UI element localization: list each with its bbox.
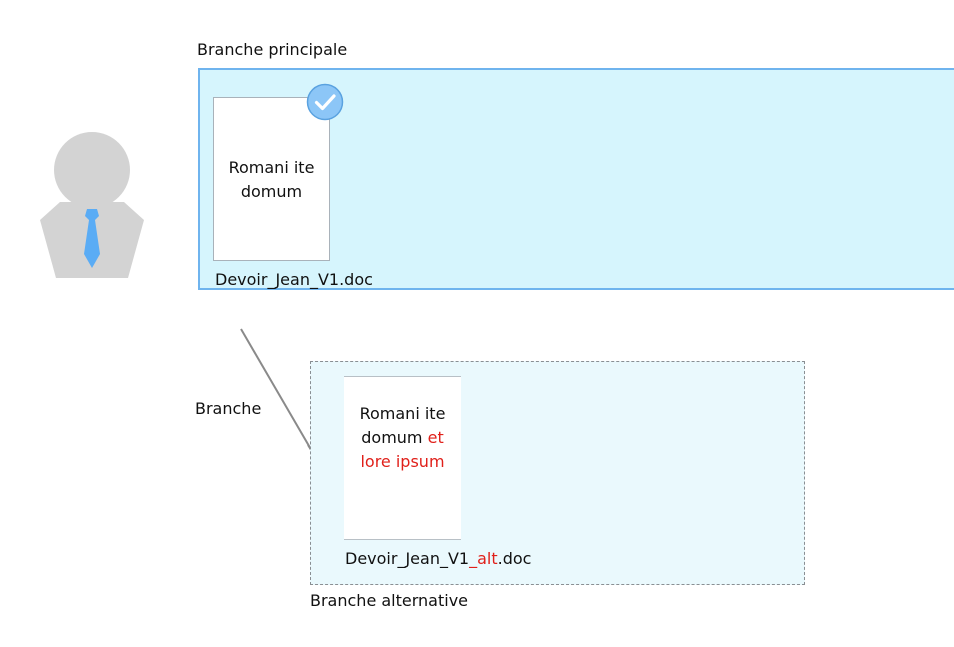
alt-document-line-3-added: lore ipsum [360, 452, 445, 471]
user-with-tie-icon [40, 132, 144, 278]
alt-document-line-2: domum et [361, 426, 443, 450]
branch-action-label: Branche [195, 399, 262, 418]
alt-filename-added: _alt [469, 549, 498, 568]
alt-document[interactable]: Romani ite domum et lore ipsum [344, 376, 461, 540]
check-circle-icon [306, 83, 344, 121]
main-document-line-1: Romani ite [228, 158, 315, 177]
main-document-line-2: domum [240, 182, 303, 201]
alt-document-filename: Devoir_Jean_V1_alt.doc [345, 549, 531, 569]
alt-filename-prefix: Devoir_Jean_V1 [345, 549, 470, 568]
alt-document-line-2-added: et [427, 428, 444, 447]
main-document-filename: Devoir_Jean_V1.doc [215, 270, 373, 289]
alt-branch-title: Branche alternative [310, 591, 469, 610]
alt-document-line-2-base: domum [361, 428, 423, 447]
main-branch-title: Branche principale [197, 40, 348, 59]
alt-filename-suffix: .doc [497, 549, 532, 568]
alt-document-line-1: Romani ite [359, 404, 446, 423]
main-document[interactable]: Romani ite domum [213, 97, 330, 261]
